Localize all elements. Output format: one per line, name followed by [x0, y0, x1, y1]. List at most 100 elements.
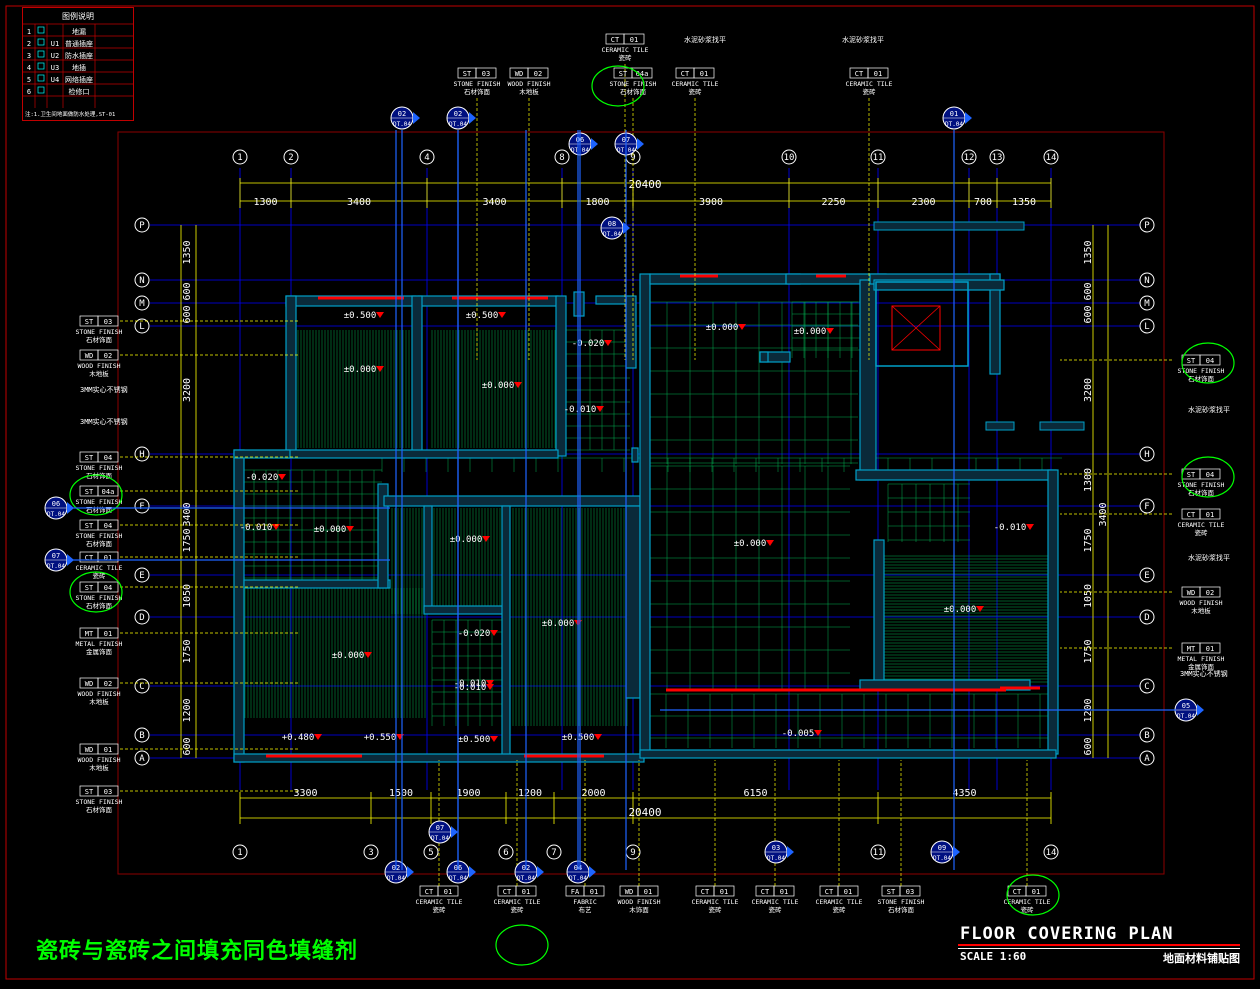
tag-english: CERAMIC TILE — [494, 898, 541, 906]
legend-row-desc: 地插 — [72, 63, 86, 72]
axis-label-right: A — [1144, 754, 1150, 764]
tag-num-box — [515, 885, 537, 897]
revision-cloud — [69, 474, 123, 516]
dim-segment-left: 600 — [182, 737, 193, 755]
tag-num: 01 — [522, 888, 530, 896]
dim-segment-left: 1200 — [182, 698, 193, 722]
axis-label-bottom: 9 — [630, 848, 635, 858]
axis-bubble-top — [554, 149, 570, 165]
level-triangle — [346, 526, 354, 532]
wall-segment — [625, 295, 637, 369]
side-note: 水泥砂浆找平 — [1188, 405, 1230, 414]
tag-num-box — [583, 885, 605, 897]
tag-chinese: 木地板 — [89, 697, 109, 706]
tag-code: ST — [85, 584, 94, 592]
axis-bubble-bottom — [423, 844, 439, 860]
tag-code: CT — [503, 888, 512, 896]
tag-num: 01 — [720, 888, 728, 896]
axis-label-right: H — [1144, 450, 1149, 460]
axis-label-right: N — [1144, 276, 1149, 286]
tag-code: CT — [611, 36, 620, 44]
tag-num: 01 — [780, 888, 788, 896]
tag-num-box — [637, 885, 659, 897]
section-callout-number: 03 — [772, 844, 780, 852]
tile-grid-living-top — [643, 301, 858, 464]
tag-num-box — [837, 885, 859, 897]
tag-code: ST — [85, 318, 94, 326]
wall-segment — [985, 421, 1015, 431]
tag-code: CT — [425, 888, 434, 896]
tag-chinese: 瓷砖 — [1195, 528, 1209, 537]
tag-english: CERAMIC TILE — [816, 898, 863, 906]
tag-english: STONE FINISH — [1178, 367, 1225, 375]
axis-label-right: L — [1144, 322, 1149, 332]
section-callout-sheet: DT.04 — [517, 875, 535, 882]
tag-num-box — [97, 519, 119, 531]
dim-total-bottom: 20400 — [628, 806, 661, 819]
dim-segment-bottom: 2000 — [581, 788, 605, 799]
level-triangle — [376, 366, 384, 372]
level-marker: +0.480 — [282, 733, 315, 743]
level-triangle — [826, 328, 834, 334]
axis-label-left: P — [139, 221, 145, 231]
tag-chinese: 瓷砖 — [433, 905, 447, 914]
tag-num-box — [97, 677, 119, 689]
tag-english: WOOD FINISH — [1179, 599, 1222, 607]
tag-chinese: 石材饰面 — [86, 805, 113, 814]
dim-segment-top: 1800 — [585, 197, 609, 208]
title-block: FLOOR COVERING PLAN SCALE 1:60 地面材料铺贴图 — [958, 924, 1242, 968]
level-triangle — [976, 606, 984, 612]
axis-bubble-top — [961, 149, 977, 165]
wall-segment — [233, 449, 291, 459]
dim-segment-right: 1050 — [1083, 584, 1094, 608]
tag-num: 04 — [1206, 357, 1214, 365]
level-triangle — [514, 382, 522, 388]
tag-num-box — [1199, 354, 1221, 366]
axis-label-top: 2 — [288, 153, 293, 163]
wall-segment — [243, 579, 391, 589]
wall-segment — [233, 449, 245, 763]
legend-row-number: 4 — [27, 64, 31, 72]
wall-segment — [639, 749, 1057, 759]
legend-row-code: U1 — [51, 40, 59, 48]
dim-segment-left: 1050 — [182, 584, 193, 608]
level-marker: ±0.000 — [482, 381, 515, 391]
tag-chinese: 瓷砖 — [833, 905, 847, 914]
dim-segment-top: 2250 — [821, 197, 845, 208]
tag-code: CT — [761, 888, 770, 896]
section-callout-arrow — [413, 112, 420, 124]
section-callout-sheet: DT.04 — [393, 121, 411, 128]
section-callout-arrow — [407, 866, 414, 878]
legend-row-desc: 检修口 — [69, 87, 90, 96]
level-triangle — [766, 540, 774, 546]
tag-num: 01 — [700, 70, 708, 78]
axis-label-left: M — [139, 299, 145, 309]
axis-bubble-left — [134, 678, 150, 694]
tag-num-box — [1199, 468, 1221, 480]
axis-label-left: F — [139, 502, 144, 512]
dim-segment-right: 3200 — [1083, 378, 1094, 402]
tag-num-box — [97, 349, 119, 361]
tag-english: CERAMIC TILE — [1178, 521, 1225, 529]
tag-english: WOOD FINISH — [77, 690, 120, 698]
axis-bubble-left — [134, 727, 150, 743]
revision-cloud — [69, 571, 123, 613]
dim-segment-left: 600 — [182, 282, 193, 300]
tag-code: WD — [85, 352, 93, 360]
dim-segment-right: 600 — [1083, 737, 1094, 755]
tag-code: ST — [85, 522, 94, 530]
tag-english: STONE FINISH — [76, 498, 123, 506]
tag-code: ST — [85, 788, 94, 796]
tag-chinese: 石材饰面 — [86, 539, 113, 548]
tag-english: STONE FINISH — [76, 798, 123, 806]
level-triangle — [738, 324, 746, 330]
axis-label-top: 14 — [1046, 153, 1057, 163]
section-callout-sheet: DT.04 — [569, 875, 587, 882]
dim-segment-left: 1750 — [182, 528, 193, 552]
tag-num: 01 — [644, 888, 652, 896]
axis-bubble-bottom — [498, 844, 514, 860]
tag-english: FABRIC — [573, 898, 597, 906]
tag-num: 01 — [104, 554, 112, 562]
dim-segment-right: 600 — [1083, 305, 1094, 323]
level-triangle — [490, 630, 498, 636]
